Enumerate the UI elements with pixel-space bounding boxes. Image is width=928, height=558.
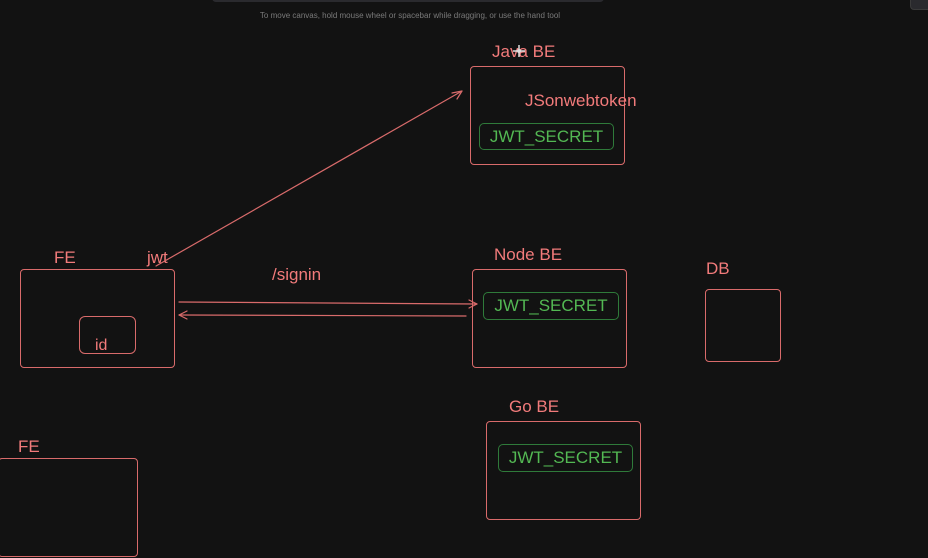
node-be-label: Node BE — [494, 245, 563, 264]
arrow-fe-to-java — [155, 90, 463, 267]
jsonwebtoken-label: JSonwebtoken — [525, 91, 637, 110]
java-jwt-secret[interactable]: JWT_SECRET — [479, 123, 614, 150]
fe-top-box[interactable] — [20, 269, 175, 368]
canvas-hint: To move canvas, hold mouse wheel or spac… — [259, 11, 561, 20]
id-label: id — [95, 337, 108, 354]
db-label: DB — [706, 259, 730, 278]
db-box[interactable] — [705, 289, 781, 362]
java-be-box[interactable] — [470, 66, 625, 165]
fe-top-label: FE — [54, 248, 76, 267]
fe-bottom-label: FE — [18, 437, 40, 456]
id-box[interactable] — [79, 316, 136, 354]
go-be-box[interactable] — [486, 421, 641, 520]
node-jwt-secret[interactable]: JWT_SECRET — [483, 292, 619, 320]
go-jwt-secret[interactable]: JWT_SECRET — [498, 444, 633, 472]
fe-bottom-box[interactable] — [0, 458, 138, 557]
arrow-node-to-fe — [178, 314, 467, 317]
go-be-label: Go BE — [509, 397, 560, 416]
menu-button[interactable] — [910, 0, 928, 10]
arrow-fe-to-node — [178, 301, 478, 305]
signin-label: /signin — [272, 265, 322, 284]
node-be-box[interactable] — [472, 269, 627, 368]
toolbar[interactable] — [212, 0, 604, 2]
move-cursor-icon — [513, 45, 525, 57]
